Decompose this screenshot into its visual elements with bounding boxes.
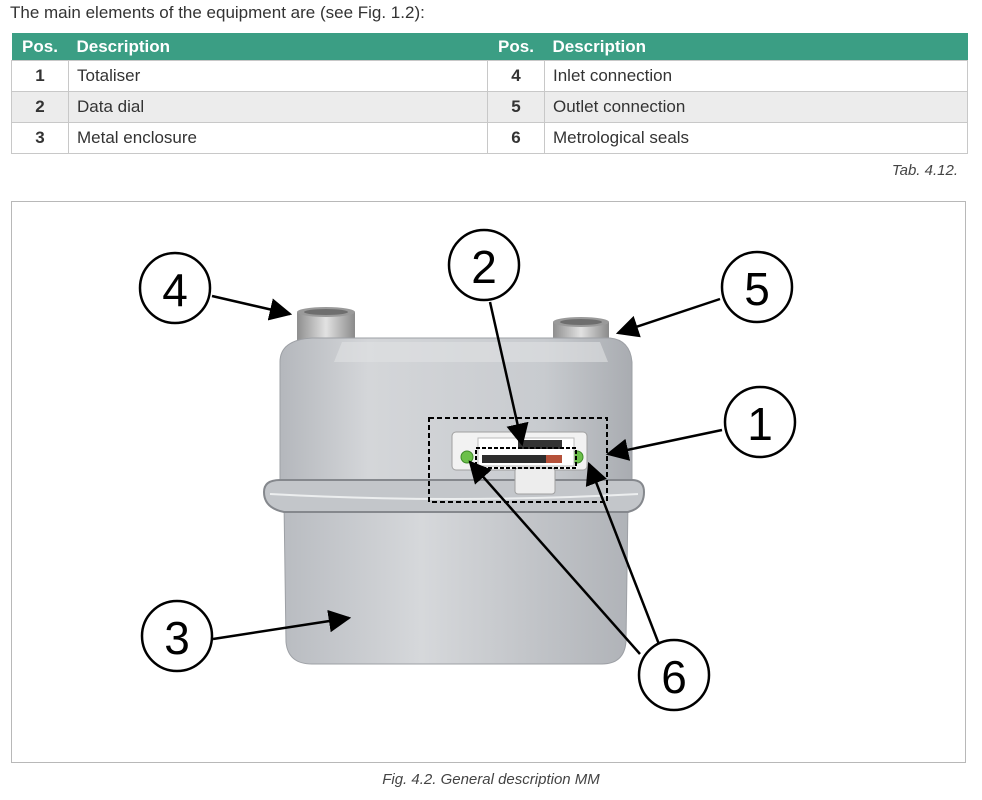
data-dial-highlight-box: [475, 447, 577, 469]
header-pos-left: Pos.: [11, 33, 69, 61]
desc-cell: Metal enclosure: [68, 122, 488, 154]
svg-text:2: 2: [471, 241, 497, 293]
pos-cell: 1: [11, 60, 69, 92]
intro-text: The main elements of the equipment are (…: [10, 3, 425, 22]
callout-2: 2: [447, 228, 521, 302]
figure-caption: Fig. 4.2. General description MM: [382, 771, 600, 788]
table-header-row: Pos. Description Pos. Description: [11, 33, 968, 61]
callout-6: 6: [637, 638, 711, 712]
callout-1: 1: [723, 385, 797, 459]
header-desc-right: Description: [544, 33, 968, 61]
desc-cell: Outlet connection: [544, 91, 968, 123]
table-row: 2 Data dial 5 Outlet connection: [11, 91, 968, 123]
desc-cell: Inlet connection: [544, 60, 968, 92]
callout-3: 3: [140, 599, 214, 673]
callout-5: 5: [720, 250, 794, 324]
svg-text:4: 4: [162, 264, 188, 316]
table-row: 1 Totaliser 4 Inlet connection: [11, 60, 968, 92]
table-caption: Tab. 4.12.: [891, 162, 958, 179]
pos-cell: 2: [11, 91, 69, 123]
header-desc-left: Description: [68, 33, 488, 61]
header-pos-right: Pos.: [487, 33, 545, 61]
svg-text:6: 6: [661, 651, 687, 703]
table-row: 3 Metal enclosure 6 Metrological seals: [11, 122, 968, 154]
pos-cell: 5: [487, 91, 545, 123]
desc-cell: Metrological seals: [544, 122, 968, 154]
pos-cell: 6: [487, 122, 545, 154]
pos-cell: 4: [487, 60, 545, 92]
gas-meter-illustration: 4 2 5 1 3 6: [138, 228, 797, 712]
svg-text:1: 1: [747, 398, 773, 450]
pos-cell: 3: [11, 122, 69, 154]
figure-frame: 4 2 5 1 3 6: [11, 201, 966, 763]
leader-arrows: [211, 294, 723, 655]
callout-4: 4: [138, 251, 212, 325]
svg-text:5: 5: [744, 263, 770, 315]
components-table: Pos. Description Pos. Description 1 Tota…: [11, 33, 968, 154]
desc-cell: Data dial: [68, 91, 488, 123]
desc-cell: Totaliser: [68, 60, 488, 92]
svg-text:3: 3: [164, 612, 190, 664]
